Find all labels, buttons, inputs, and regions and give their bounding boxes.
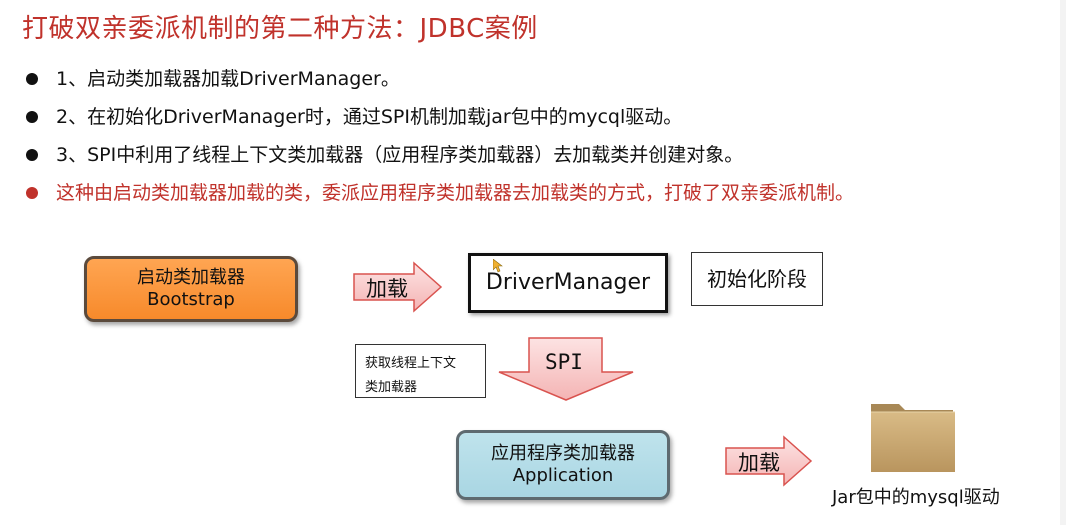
bullet-item-3: 3、SPI中利用了线程上下文类加载器（应用程序类加载器）去加载类并创建对象。 [24,136,854,174]
bullet-item-1: 1、启动类加载器加载DriverManager。 [24,60,854,98]
bootstrap-label-cn: 启动类加载器 [137,267,245,288]
load-arrow-2-label: 加载 [738,451,780,475]
bullet-text: 2、在初始化DriverManager时，通过SPI机制加载jar包中的mycq… [56,106,683,128]
spi-arrow-label: SPI [545,350,583,374]
note-line-2: 类加载器 [365,380,418,395]
bullet-item-2: 2、在初始化DriverManager时，通过SPI机制加载jar包中的mycq… [24,98,854,136]
load-arrow-2 [725,435,813,487]
scroll-strip [1060,0,1066,525]
jar-driver-label: Jar包中的mysql驱动 [832,487,1000,508]
load-arrow-1 [353,261,443,313]
driver-manager-label: DriverManager [485,270,651,295]
application-label-cn: 应用程序类加载器 [491,443,635,464]
bullet-text: 3、SPI中利用了线程上下文类加载器（应用程序类加载器）去加载类并创建对象。 [56,144,744,166]
bootstrap-label-en: Bootstrap [147,289,235,310]
bullet-list: 1、启动类加载器加载DriverManager。 2、在初始化DriverMan… [24,60,854,212]
spi-arrow [498,337,634,401]
folder-icon [871,404,955,472]
cursor-icon [493,259,503,273]
bullet-text: 这种由启动类加载器加载的类，委派应用程序类加载器去加载类的方式，打破了双亲委派机… [56,182,855,204]
context-loader-note: 获取线程上下文 类加载器 [355,344,486,398]
application-label-en: Application [512,465,614,486]
bullet-item-conclusion: 这种由启动类加载器加载的类，委派应用程序类加载器去加载类的方式，打破了双亲委派机… [24,174,854,212]
bullet-dot [26,187,38,199]
bootstrap-loader-box: 启动类加载器 Bootstrap [84,256,298,322]
slide-title: 打破双亲委派机制的第二种方法：JDBC案例 [22,14,538,44]
driver-manager-box: DriverManager [468,253,668,313]
init-stage-label: 初始化阶段 [707,267,807,291]
load-arrow-1-label: 加载 [366,277,408,301]
bullet-dot [26,73,38,85]
note-line-1: 获取线程上下文 [365,356,457,371]
bullet-text: 1、启动类加载器加载DriverManager。 [56,68,400,90]
bullet-dot [26,111,38,123]
bullet-dot [26,149,38,161]
application-loader-box: 应用程序类加载器 Application [456,430,670,500]
init-stage-box: 初始化阶段 [691,252,823,306]
